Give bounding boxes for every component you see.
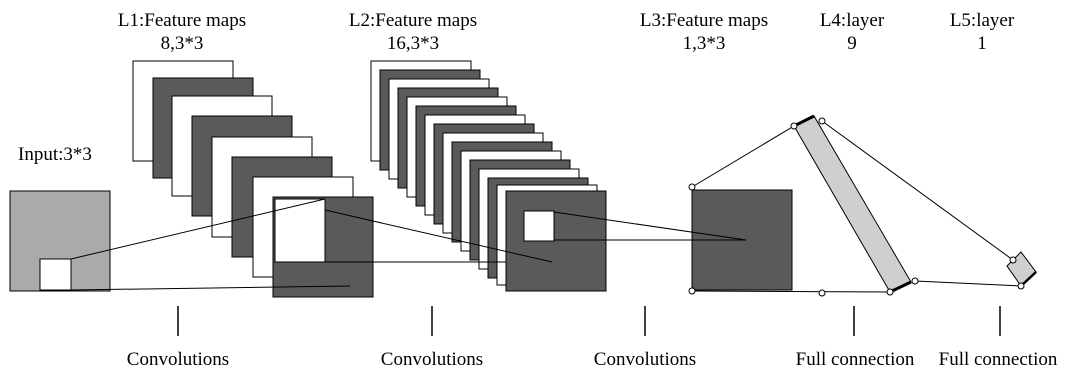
l2-feature-map-stack [370,60,607,292]
l2-title: L2:Feature maps [349,10,477,31]
op-label-conv-1: Convolutions [127,349,229,370]
l5-title: L5:layer [950,10,1015,31]
connection-nodes [688,117,1025,297]
connection-lines [70,120,1022,293]
op-label-fc-2: Full connection [939,349,1058,370]
operation-ticks [177,306,1001,336]
l3-size: 1,3*3 [683,33,726,54]
l5-size: 1 [977,33,987,54]
l1-feature-map-stack [132,60,374,298]
l1-title: L1:Feature maps [118,10,246,31]
op-label-fc-1: Full connection [796,349,915,370]
l1-size: 8,3*3 [161,33,204,54]
l2-size: 16,3*3 [387,33,439,54]
l4-layer-bar [793,115,912,293]
l4-size: 9 [847,33,857,54]
op-label-conv-2: Convolutions [381,349,483,370]
input-label: Input:3*3 [18,144,92,165]
op-label-conv-3: Convolutions [594,349,696,370]
l4-title: L4:layer [820,10,885,31]
l3-title: L3:Feature maps [640,10,768,31]
input-map [9,190,111,292]
